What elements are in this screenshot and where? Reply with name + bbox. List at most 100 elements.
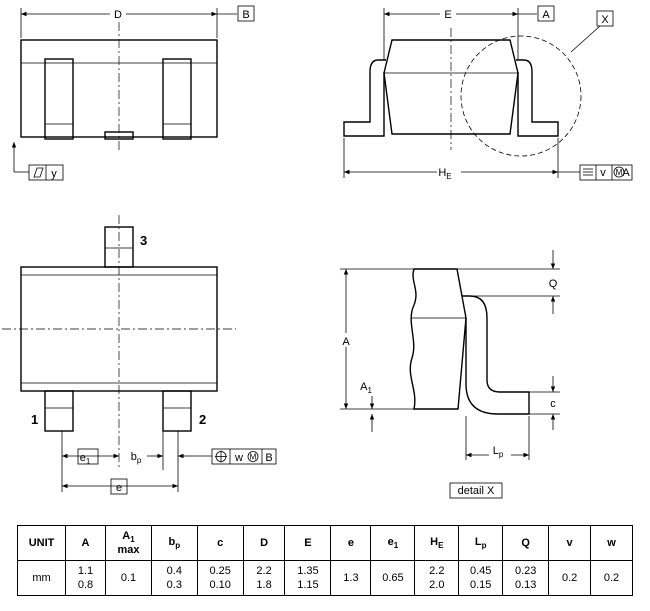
table-header-cell: E (284, 525, 332, 561)
cell-value: 0.8 (77, 579, 94, 591)
cell-value: 0.3 (166, 579, 182, 591)
cell-value: 0.23 (515, 565, 537, 577)
dim-A1-label: A1 (360, 381, 372, 395)
detail-x-view: A A1 Q c Lp detail X (337, 250, 560, 499)
tolerance-A-label: A (622, 167, 630, 179)
table-cell: 1.3 (330, 560, 372, 596)
cell-value: 1.8 (256, 579, 272, 591)
cell-value: 0.13 (515, 579, 537, 591)
table-header-cell: HE (414, 525, 460, 561)
detail-x-caption: detail X (458, 485, 495, 497)
bottom-view: 3 1 2 e1 bp w M B e (2, 215, 277, 495)
table-cell: 0.45 0.15 (458, 560, 504, 596)
header-main: v (566, 537, 573, 549)
detail-X-ref-label: X (601, 14, 609, 26)
header-main: D (260, 537, 269, 549)
cell-value: 1.3 (343, 572, 359, 584)
table-header-cell: Q (502, 525, 550, 561)
cell-value: 0.1 (120, 572, 137, 584)
header-main: A (81, 537, 90, 549)
table-cell: mm (16, 560, 67, 596)
datum-A-label: A (542, 9, 550, 21)
table-header-cell: e (330, 525, 372, 561)
header-main: UNIT (28, 537, 55, 549)
table-header-cell: bp (150, 525, 198, 561)
header-main: L (474, 535, 482, 548)
cell-value: 0.45 (470, 565, 492, 577)
header-main: E (304, 537, 312, 549)
table-header-cell: A (65, 525, 106, 561)
cell-value: 0.15 (470, 579, 492, 591)
table-header-cell: w (590, 525, 633, 561)
table-cell: 0.1 (105, 560, 152, 596)
tolerance-wB-label: B (265, 452, 272, 464)
dim-A-label: A (342, 336, 350, 348)
table-header-cell: v (548, 525, 592, 561)
header-subscript: 1 (393, 541, 399, 551)
table-cell: 0.2 (548, 560, 592, 596)
pin-1-label: 1 (31, 412, 38, 427)
dim-E-label: E (444, 9, 451, 21)
table-cell: 0.25 0.10 (196, 560, 244, 596)
cell-value: 0.4 (166, 565, 182, 577)
header-main: e (387, 535, 394, 548)
table-header-cell: D (242, 525, 286, 561)
dim-c-label: c (550, 398, 556, 410)
tolerance-v-label: v (600, 167, 606, 179)
table-cell: 0.65 (370, 560, 416, 596)
table-cell: 0.23 0.13 (502, 560, 550, 596)
header-main: w (607, 537, 616, 549)
tolerance-w-label: w (234, 452, 243, 464)
cell-value: 2.2 (429, 565, 445, 577)
cell-value: 1.15 (297, 579, 319, 591)
header-subscript: p (175, 541, 181, 551)
table-header-cell: e1 (370, 525, 416, 561)
header-main: Q (521, 537, 530, 549)
cell-value: 0.25 (209, 565, 231, 577)
cell-value: 2.2 (256, 565, 272, 577)
dim-bp-label: bp (131, 451, 142, 465)
header-main: c (217, 537, 224, 549)
table-header-cell: Lp (458, 525, 504, 561)
cell-value: mm (32, 572, 51, 584)
header-main: e (347, 537, 354, 549)
tolerance-M-label: M (616, 168, 623, 177)
side-view: X E A HE v M A (343, 5, 633, 181)
header-main: H (430, 535, 439, 548)
header-extra: max (117, 544, 140, 557)
table-header-cell: UNIT (16, 525, 67, 561)
pin-2-label: 2 (199, 412, 206, 427)
header-main: A (122, 529, 131, 542)
header-subscript: E (438, 541, 444, 551)
header-subscript: p (481, 541, 487, 551)
dim-HE-label: HE (438, 167, 451, 181)
dim-e-label: e (116, 482, 122, 494)
header-subscript: 1 (130, 535, 135, 545)
dim-Q-label: Q (549, 278, 558, 290)
dim-e1-label: e1 (80, 452, 91, 466)
top-view: D B y (11, 5, 255, 181)
cell-value: 0.2 (561, 572, 578, 584)
dim-D-label: D (114, 9, 122, 21)
tolerance-wM-label: M (250, 453, 257, 462)
datum-B-label: B (242, 9, 249, 21)
table-cell: 0.2 (590, 560, 633, 596)
cell-value: 0.65 (382, 572, 404, 584)
cell-value: 1.35 (297, 565, 319, 577)
header-main: b (168, 535, 176, 548)
dim-Lp-label: Lp (493, 445, 504, 459)
cell-value: 0.2 (603, 572, 620, 584)
cell-value: 0.10 (209, 579, 231, 591)
table-cell: 1.35 1.15 (284, 560, 332, 596)
cell-value: 2.0 (429, 579, 445, 591)
pin-3-label: 3 (140, 233, 147, 248)
